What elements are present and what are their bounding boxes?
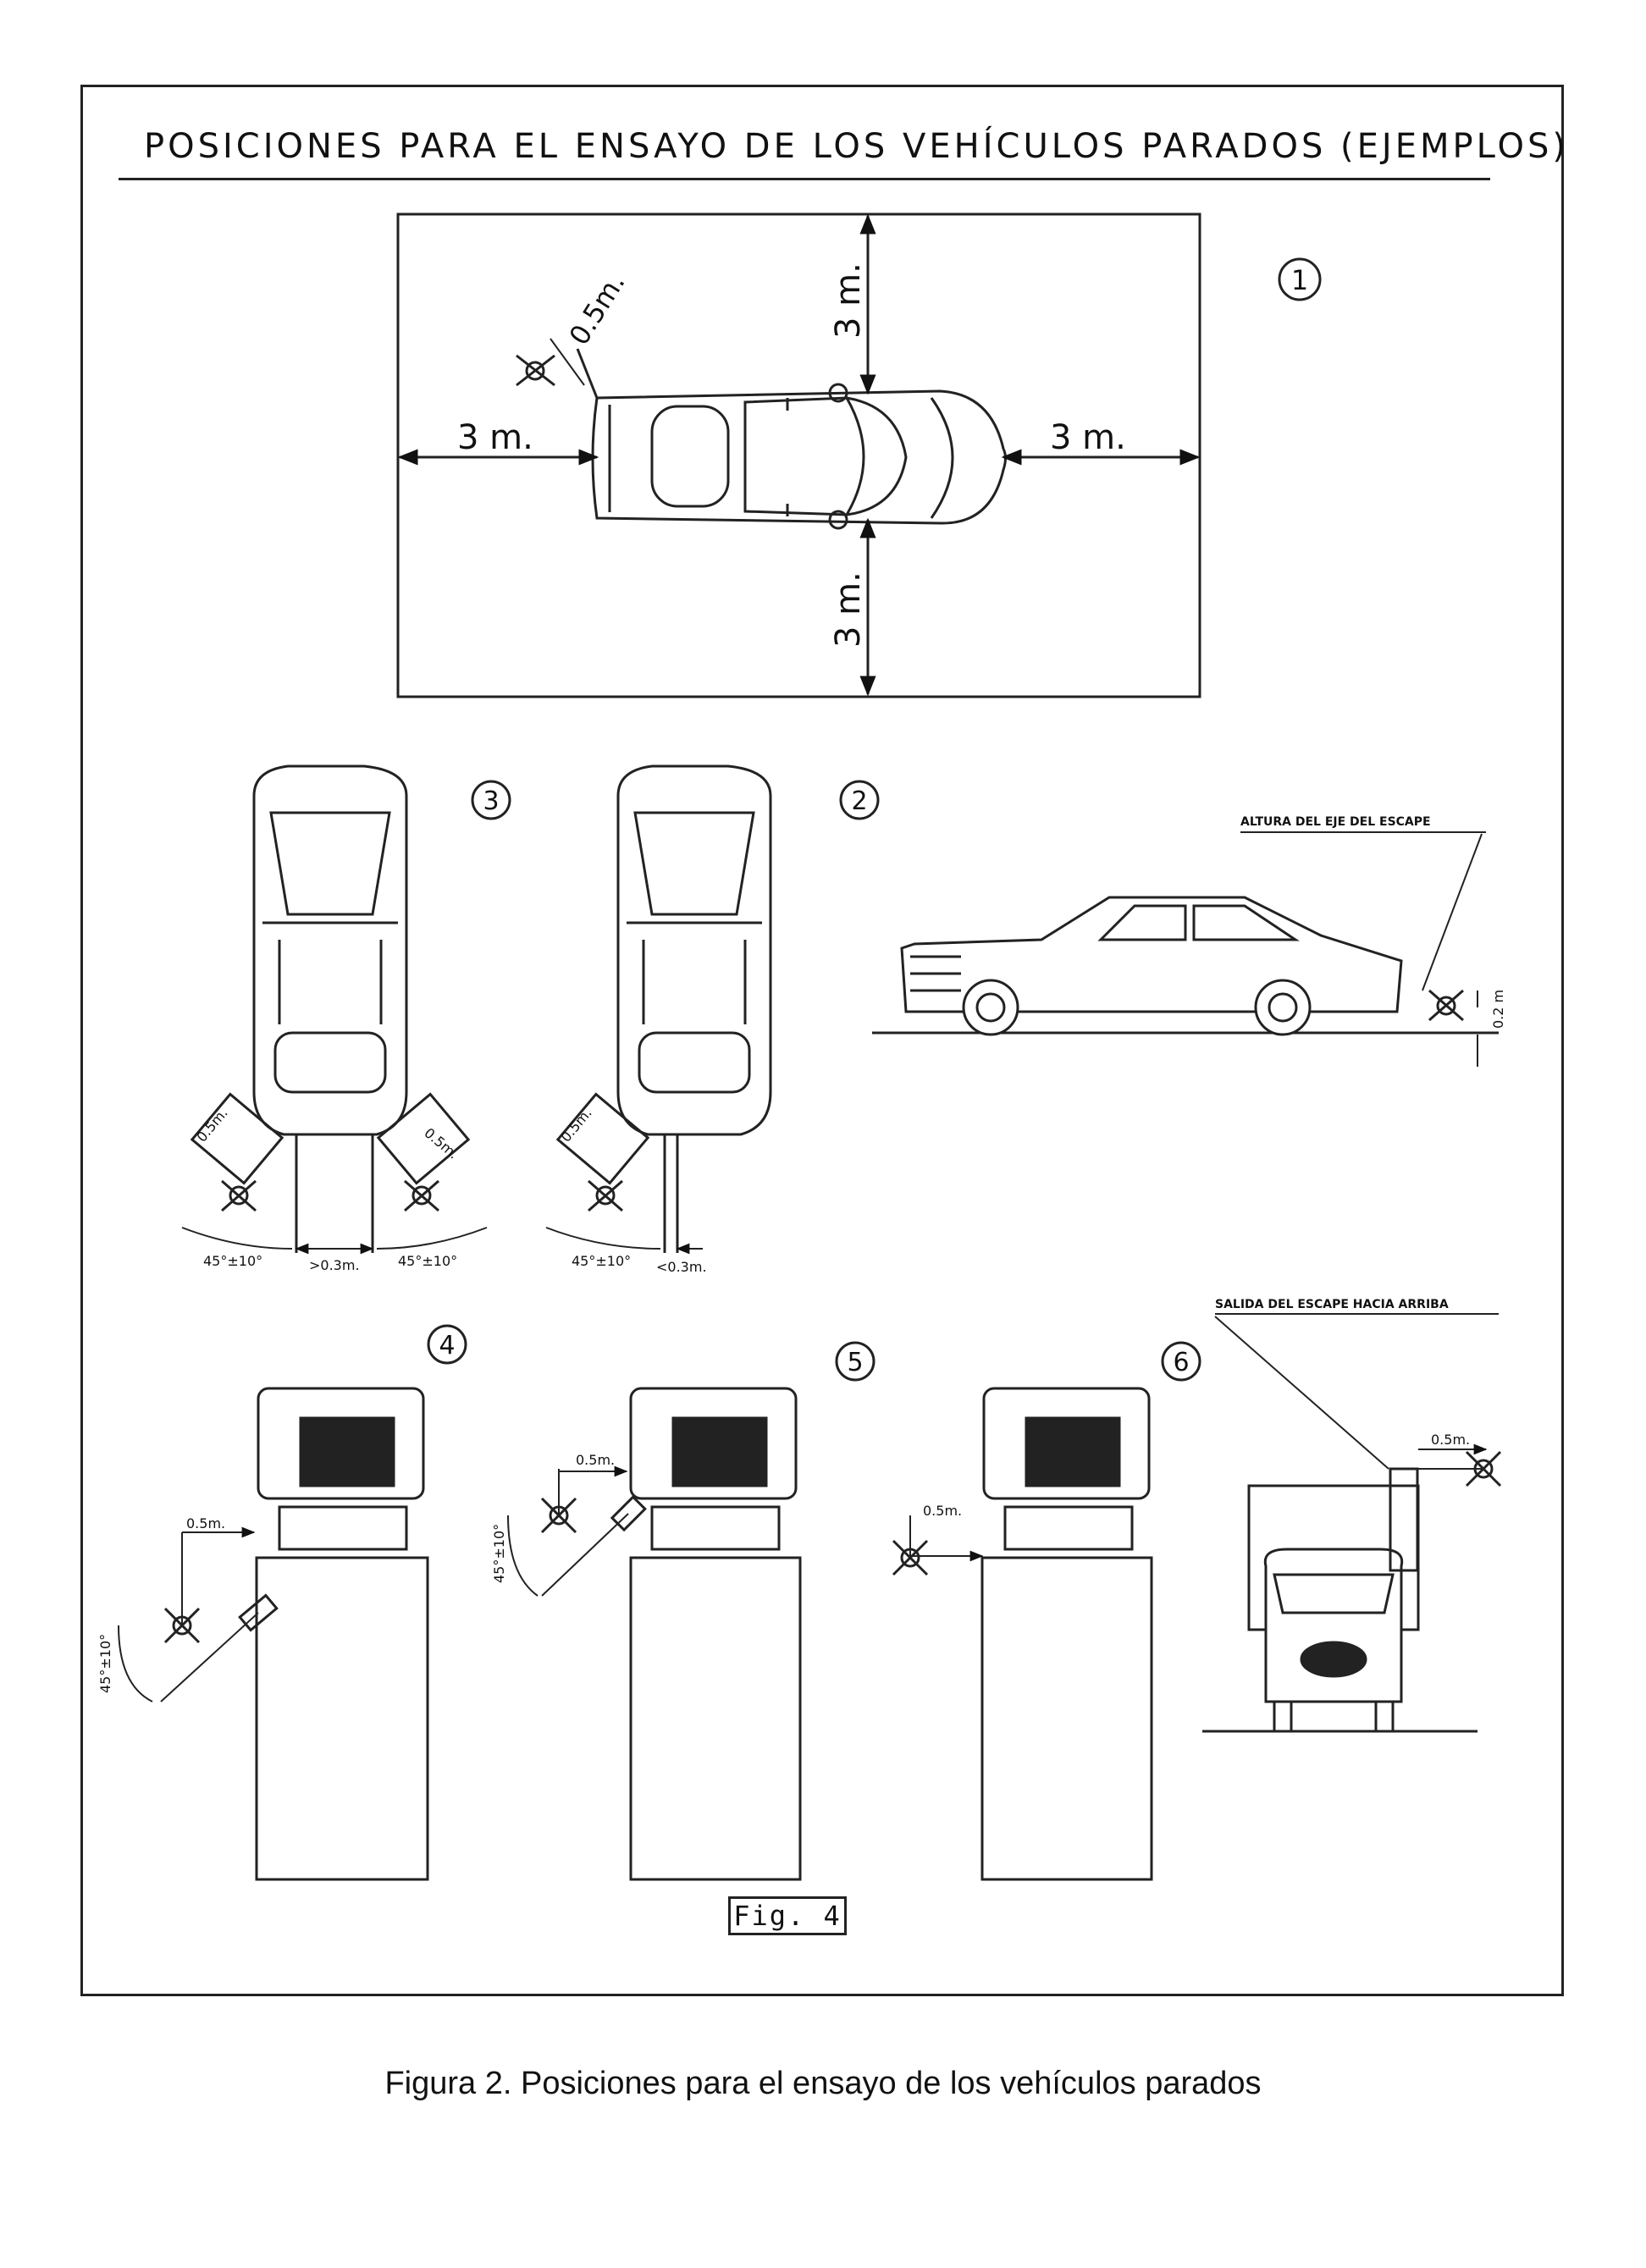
p2-number: 2 [851, 786, 867, 816]
panel-6: 0.5m. 6 SALIDA DEL ESCAPE HACIA ARRIBA 0… [892, 1298, 1502, 1881]
p1-dist-right: 3 m. [1050, 418, 1126, 457]
figure-label: Fig. 4 [728, 1896, 847, 1935]
p3-angle-right: 45°±10° [398, 1253, 457, 1269]
car-top-view-3 [252, 764, 408, 1136]
figure-caption: Figura 2. Posiciones para el ensayo de l… [384, 2066, 1262, 2101]
p2-angle: 45°±10° [572, 1253, 631, 1269]
figure-frame [80, 85, 1564, 1996]
p1-dist-left: 3 m. [457, 418, 533, 457]
title-rule [119, 178, 1490, 180]
truck-rear-view-6 [980, 1387, 1153, 1881]
microphone-icon [1428, 989, 1464, 1022]
p1-number: 1 [1291, 264, 1308, 296]
car-top-view-1 [591, 383, 1007, 530]
side-label: ALTURA DEL EJE DEL ESCAPE [1240, 815, 1431, 829]
microphone-icon [555, 1092, 650, 1212]
p6-top-label: SALIDA DEL ESCAPE HACIA ARRIBA [1215, 1298, 1449, 1311]
p5-angle: 45°±10° [491, 1524, 507, 1583]
p5-number: 5 [847, 1348, 863, 1377]
p6-number: 6 [1173, 1348, 1189, 1377]
panel-1: 0.5m. 3 m. 3 m. 3 m. 3 m. 1 [396, 212, 1322, 698]
p2-offset: <0.3m. [656, 1259, 707, 1275]
panel-4: 0.5m. 45°±10° 4 [97, 1324, 467, 1881]
p3-gap: >0.3m. [309, 1257, 360, 1273]
truck-rear-view-5 [629, 1387, 802, 1881]
p1-dist-bottom: 3 m. [829, 571, 868, 648]
p6-mic: 0.5m. [923, 1503, 962, 1519]
truck-rear-view-4 [255, 1387, 429, 1881]
microphone-icon [163, 1607, 201, 1644]
panel-3: 0.5m. 0.5m. 45°±10° >0.3m. 45°±10° 3 [181, 764, 511, 1273]
microphone-icon [516, 338, 599, 399]
p3-angle-left: 45°±10° [203, 1253, 262, 1269]
panel-5: 0.5m. 45°±10° 5 [491, 1341, 875, 1881]
p3-mic-left: 0.5m. [194, 1105, 231, 1145]
p3-number: 3 [483, 786, 499, 816]
p3-mic-right: 0.5m. [421, 1125, 461, 1162]
p5-mic: 0.5m. [576, 1452, 615, 1468]
p1-dist-top: 3 m. [829, 262, 868, 339]
panel-side-view: ALTURA DEL EJE DEL ESCAPE 0.2 m [872, 815, 1506, 1067]
p1-mic-distance: 0.5m. [563, 268, 632, 350]
side-height: 0.2 m [1490, 990, 1506, 1029]
truck-front-view [1247, 1467, 1420, 1733]
microphone-icon [892, 1539, 929, 1576]
p4-number: 4 [439, 1331, 455, 1360]
p6-right-dist: 0.5m. [1431, 1432, 1470, 1448]
p4-angle: 45°±10° [97, 1634, 113, 1693]
car-side-view [900, 896, 1403, 1036]
microphone-icon [540, 1497, 577, 1534]
microphone-icon [1465, 1450, 1502, 1487]
microphone-icon [190, 1092, 284, 1212]
car-top-view-2 [616, 764, 772, 1136]
p4-mic: 0.5m. [186, 1515, 225, 1531]
diagram-title: POSICIONES PARA EL ENSAYO DE LOS VEHÍCUL… [144, 127, 1569, 166]
microphone-icon [376, 1092, 471, 1212]
panel-2: 0.5m. 45°±10° <0.3m. 2 [545, 764, 880, 1275]
p2-mic: 0.5m. [558, 1105, 595, 1145]
p1-number-circle [1278, 257, 1322, 301]
